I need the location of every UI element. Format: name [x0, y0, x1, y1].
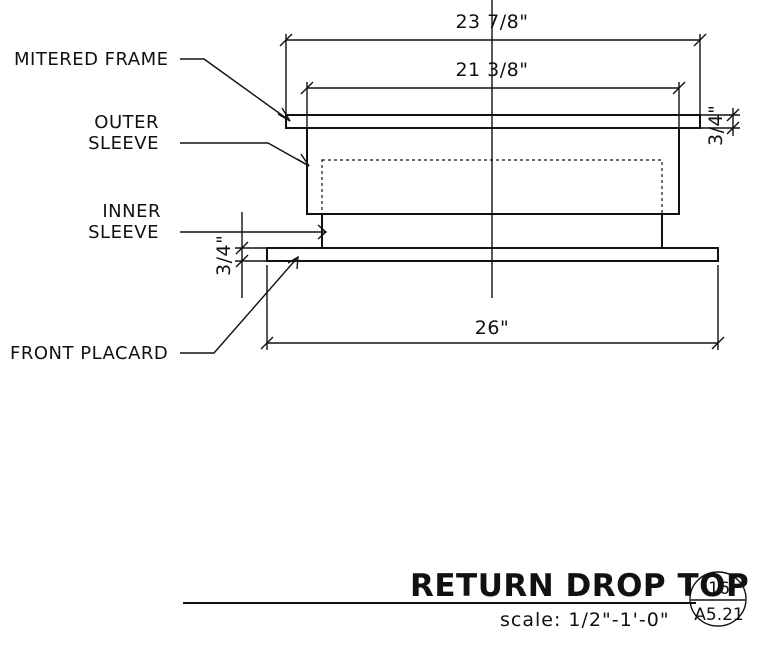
dimension-frame-thickness: 3/4" — [700, 105, 740, 146]
sheet-number: A5.21 — [694, 605, 743, 625]
mitered-frame-shape — [285, 114, 701, 129]
label-mitered-frame: MITERED FRAME — [14, 49, 169, 70]
detail-bubble — [689, 571, 747, 627]
label-front-placard: FRONT PLACARD — [10, 343, 168, 364]
dimension-sleeve-width: 21 3/8" — [300, 59, 686, 130]
label-outer-sleeve-line1: OUTER — [94, 112, 159, 133]
front-placard-shape — [266, 247, 719, 262]
label-inner-sleeve-line1: INNER — [102, 201, 161, 222]
callout-inner-sleeve: INNER SLEEVE — [88, 201, 328, 243]
title-block: RETURN DROP TOP scale: 1/2"-1'-0" 16 A5.… — [183, 568, 749, 631]
dimension-placard-thickness: 3/4" — [213, 212, 267, 298]
dimension-placard-thickness-text: 3/4" — [213, 235, 235, 276]
dimension-frame-thickness-text: 3/4" — [705, 105, 727, 146]
dimension-placard-width-text: 26" — [475, 317, 509, 339]
callout-mitered-frame: MITERED FRAME — [14, 49, 291, 122]
label-inner-sleeve-line2: SLEEVE — [88, 222, 159, 243]
label-outer-sleeve-line2: SLEEVE — [88, 133, 159, 154]
callout-outer-sleeve: OUTER SLEEVE — [88, 112, 310, 167]
inner-sleeve-hidden-shape — [321, 159, 663, 215]
outer-sleeve-shape — [306, 127, 680, 215]
drawing-title: RETURN DROP TOP — [410, 568, 749, 604]
drawing-scale: scale: 1/2"-1'-0" — [500, 609, 670, 631]
callout-front-placard: FRONT PLACARD — [10, 255, 299, 364]
dimension-placard-width: 26" — [260, 265, 725, 350]
detail-number: 16 — [708, 579, 730, 599]
